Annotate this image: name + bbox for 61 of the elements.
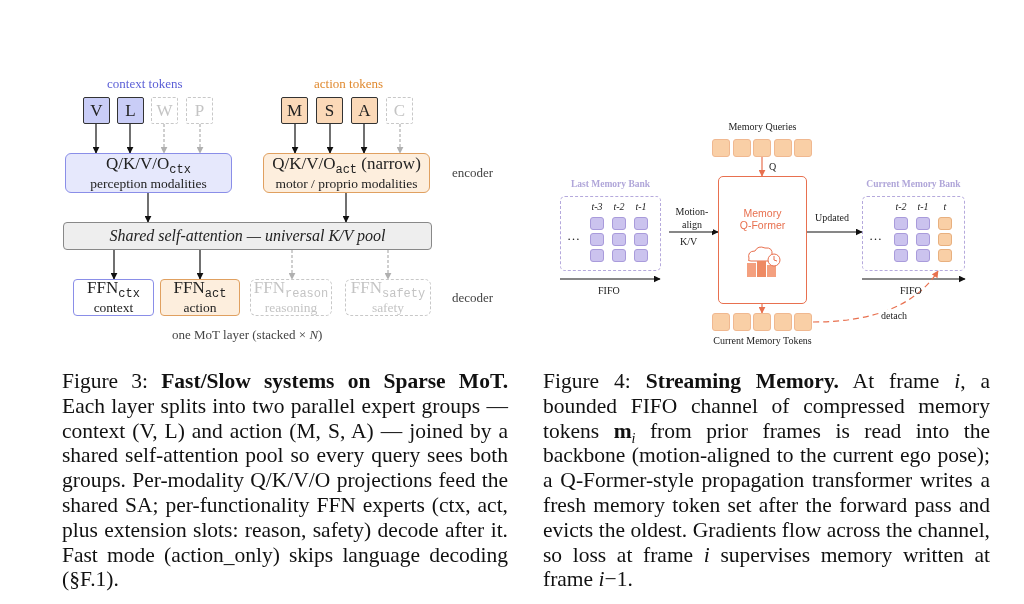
bank-title: Current Memory Bank (865, 179, 962, 189)
arrow (360, 123, 368, 154)
attention-pool-bar: Shared self-attention — universal K/V pool (63, 222, 432, 250)
arrow (342, 192, 350, 223)
time-step-label: t-1 (916, 201, 930, 212)
time-step-label: t-2 (612, 201, 626, 212)
expert-box: FFN$_{act}$ action (160, 279, 240, 316)
projection-box: Q/K/V/O$_{ctx}$ perception modalities (65, 153, 232, 193)
text-label: action tokens (314, 76, 383, 92)
arrow (196, 249, 204, 280)
placeholder-token-box: P (186, 97, 213, 124)
text-label: encoder (452, 165, 494, 181)
arrow (92, 123, 100, 154)
arrow (288, 249, 296, 280)
row-title: Current Memory Tokens (712, 335, 813, 346)
text-label: one MoT layer (stacked × N) (172, 327, 323, 343)
text-label: decoder (452, 290, 494, 306)
module-title: Memory Q-Former (738, 207, 787, 232)
time-step-label: t (942, 201, 948, 212)
expert-box: FFN$_{safety}$ safety (345, 279, 431, 316)
arrow (812, 270, 939, 323)
arrow (758, 303, 766, 314)
arrow (326, 123, 334, 154)
token-box: M (281, 97, 308, 124)
q-former-box (718, 176, 807, 304)
expert-box: FFN$_{ctx}$ context (73, 279, 154, 316)
bank-title: Last Memory Bank (569, 179, 652, 189)
text-label: context tokens (107, 76, 183, 92)
figure-caption: Figure 4: Streaming Memory. At frame i, a bounded FIFO channel of compressed memory tokens m$_{i}$ from prior frames is read into the backbone (motion-aligned to the current ego pose); a Q-Former-style propagation transformer writes a fresh memory token set after the forward pass and evicts the oldest. Gradients flow across the channel, so loss at frame i supervises memory written at frame i−1. (543, 369, 990, 593)
time-step-label: t-1 (634, 201, 648, 212)
edge-label: detach (880, 310, 909, 321)
arrow (668, 228, 719, 236)
edge-label: Updated (814, 212, 850, 223)
placeholder-token-box: W (151, 97, 178, 124)
expert-box: FFN$_{reason}$ reasoning (250, 279, 332, 316)
arrow (291, 123, 299, 154)
text-label: FIFO (900, 285, 922, 296)
edge-label: Q (768, 161, 778, 172)
arrow (758, 156, 766, 177)
figure-caption: Figure 3: Fast/Slow systems on Sparse MoT. Each layer splits into two parallel expert groups — context (V, L) and action (M, S, A) — joined by a shared self-attention pool so every query sees both groups. Per-modality Q/K/V/O projections feed the shared SA; per-functionality FFN experts (ctx, act, plus extension slots: reason, safety) decode after it. Fast mode (action_only) skips language decoding (§F.1). (62, 369, 508, 593)
time-step-label: t-3 (590, 201, 604, 212)
token-box: V (83, 97, 110, 124)
token-box: S (316, 97, 343, 124)
ellipsis: … (869, 228, 882, 244)
token-box: L (117, 97, 144, 124)
arrow (144, 192, 152, 223)
row-title: Memory Queries (727, 121, 798, 132)
arrow (110, 249, 118, 280)
arrow (806, 228, 863, 236)
arrow (384, 249, 392, 280)
arrow (196, 123, 204, 154)
text-label: FIFO (598, 285, 620, 296)
arrow (396, 123, 404, 154)
arrow (126, 123, 134, 154)
time-step-label: t-2 (894, 201, 908, 212)
placeholder-token-box: C (386, 97, 413, 124)
ellipsis: … (567, 228, 580, 244)
token-box: A (351, 97, 378, 124)
text-label: K/V (680, 236, 698, 247)
projection-box: Q/K/V/O$_{act}$ (narrow) motor / proprio modalities (263, 153, 430, 193)
arrow (160, 123, 168, 154)
